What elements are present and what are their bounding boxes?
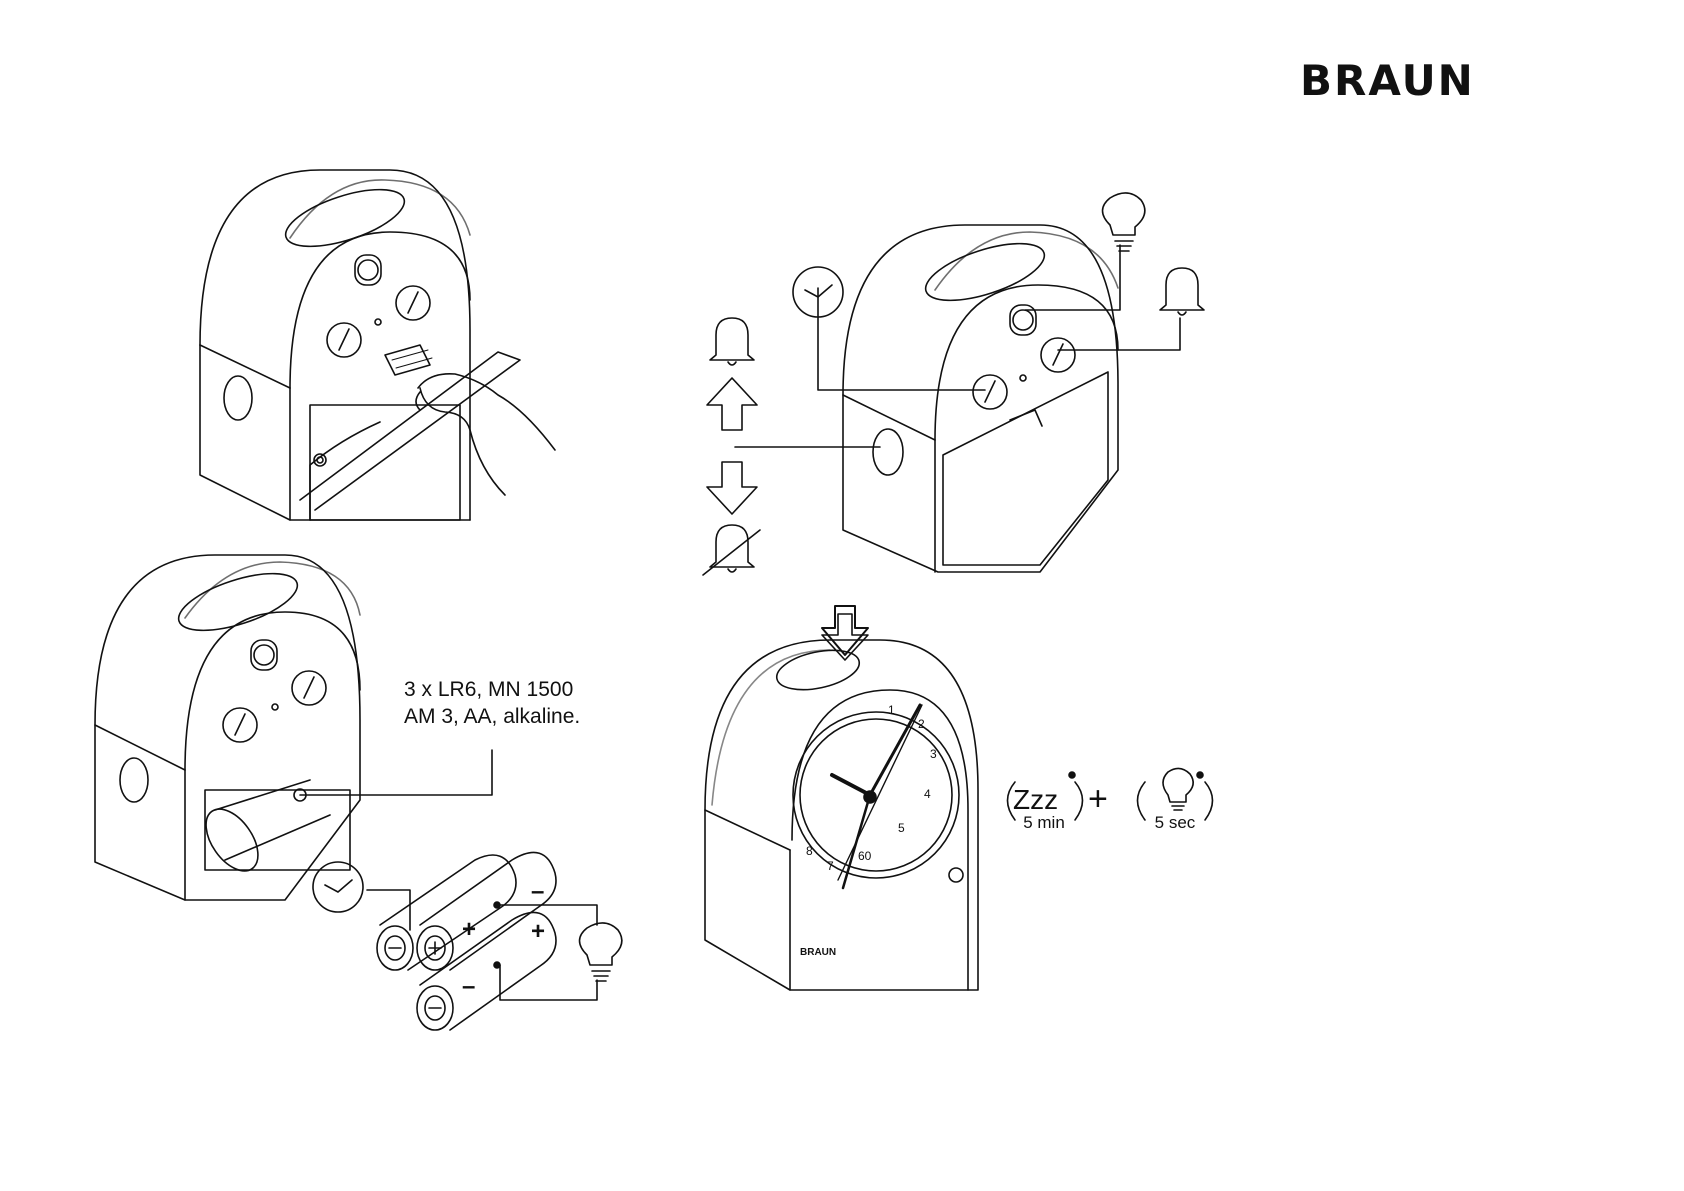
battery-spec-line-1: 3 x LR6, MN 1500 bbox=[404, 676, 580, 703]
clock-numeral: 7 bbox=[827, 860, 834, 872]
bell-icon bbox=[710, 318, 754, 365]
battery-spec-line-2: AM 3, AA, alkaline. bbox=[404, 703, 580, 730]
battery-plus-sign: + bbox=[462, 918, 476, 942]
battery-minus-sign: – bbox=[531, 880, 544, 904]
battery-minus-sign: – bbox=[462, 975, 475, 999]
clock-numeral: 60 bbox=[858, 850, 871, 862]
batteries-illustration bbox=[367, 852, 597, 1030]
clock-numeral: 5 bbox=[898, 822, 905, 834]
figure-open-battery-lid bbox=[200, 170, 555, 520]
light-duration-label: 5 sec bbox=[1145, 814, 1205, 831]
plus-sign: + bbox=[1088, 782, 1108, 816]
snooze-zzz-label: Zzz bbox=[1013, 786, 1058, 814]
clock-numeral: 4 bbox=[924, 788, 931, 800]
figure-controls bbox=[735, 225, 1180, 572]
clock-numeral: 1 bbox=[888, 704, 895, 716]
battery-specification: 3 x LR6, MN 1500 AM 3, AA, alkaline. bbox=[404, 676, 580, 730]
bell-off-icon bbox=[703, 525, 760, 575]
light-bulb-icon bbox=[580, 923, 622, 981]
figure-snooze-front bbox=[705, 614, 978, 990]
clock-brand-small: BRAUN bbox=[800, 948, 836, 958]
clock-numeral: 3 bbox=[930, 748, 937, 760]
arrow-down-icon bbox=[707, 462, 757, 514]
arrow-up-icon bbox=[707, 378, 757, 430]
battery-plus-sign: + bbox=[531, 920, 545, 944]
bell-icon bbox=[1160, 268, 1204, 315]
snooze-duration-label: 5 min bbox=[1016, 814, 1072, 831]
clock-numeral: 8 bbox=[806, 845, 813, 857]
clock-numeral: 2 bbox=[918, 718, 925, 730]
light-bulb-icon bbox=[1103, 193, 1145, 251]
